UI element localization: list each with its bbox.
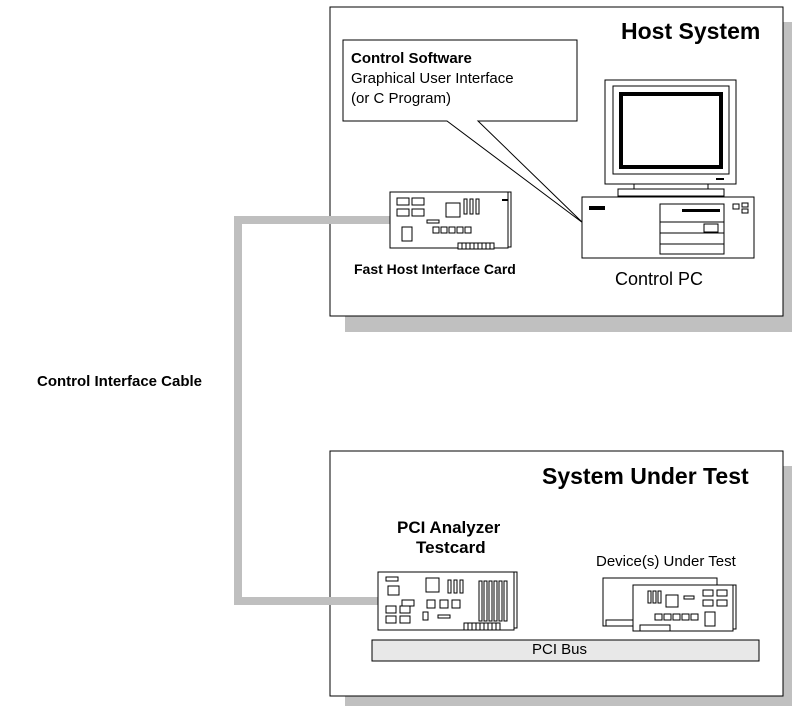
device-under-test-icon <box>602 577 737 632</box>
pci-bus-label: PCI Bus <box>532 641 588 658</box>
analyzer-label-line-2: Testcard <box>416 538 486 557</box>
callout-title: Control Software <box>351 50 472 67</box>
control-interface-cable <box>234 216 390 605</box>
host-interface-card-icon <box>389 191 512 250</box>
device-under-test-label: Device(s) Under Test <box>596 553 736 570</box>
pci-bus-bar <box>371 639 760 662</box>
callout-line-1: Graphical User Interface <box>351 70 514 87</box>
cable-label: Control Interface Cable <box>37 373 203 390</box>
analyzer-label-line-1: PCI Analyzer <box>397 518 501 537</box>
control-pc-icon <box>581 79 755 259</box>
callout-line-2: (or C Program) <box>351 90 452 107</box>
system-under-test-title: System Under Test <box>542 463 749 489</box>
control-pc-label: Control PC <box>615 269 704 289</box>
host-interface-card-label: Fast Host Interface Card <box>354 261 516 277</box>
pci-analyzer-testcard-icon <box>377 571 518 631</box>
control-software-callout <box>342 39 584 224</box>
host-system-title: Host System <box>621 18 761 44</box>
